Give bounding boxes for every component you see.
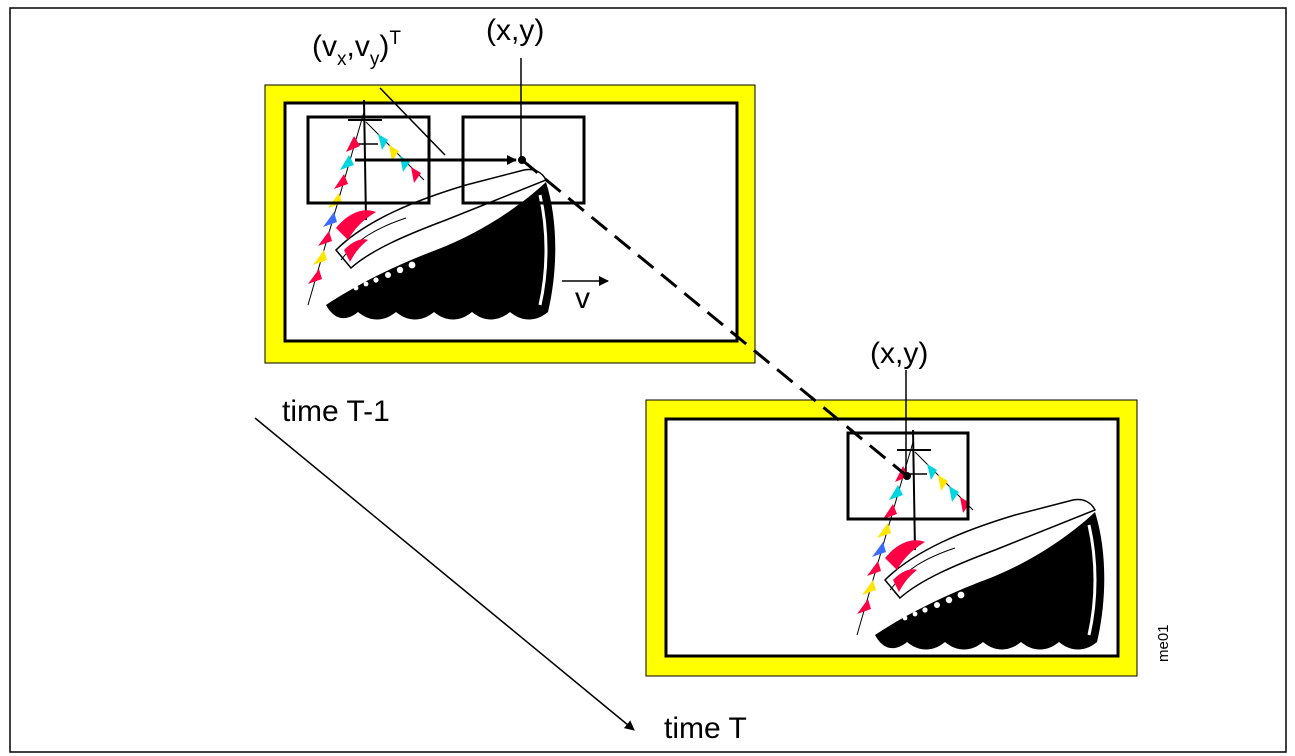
time-previous-label: time T-1: [282, 395, 390, 428]
velocity-symbol-label: v: [575, 282, 590, 315]
frame-current: [646, 400, 1137, 676]
time-axis-arrow: [255, 418, 634, 730]
frame-previous: [265, 85, 755, 363]
figure-id-label: me01: [1155, 624, 1172, 662]
time-current-label: time T: [664, 712, 747, 745]
point-label-bottom: (x,y): [870, 337, 928, 370]
point-label-top: (x,y): [486, 14, 544, 47]
velocity-vector-label: (vx,vy)T: [312, 28, 401, 70]
